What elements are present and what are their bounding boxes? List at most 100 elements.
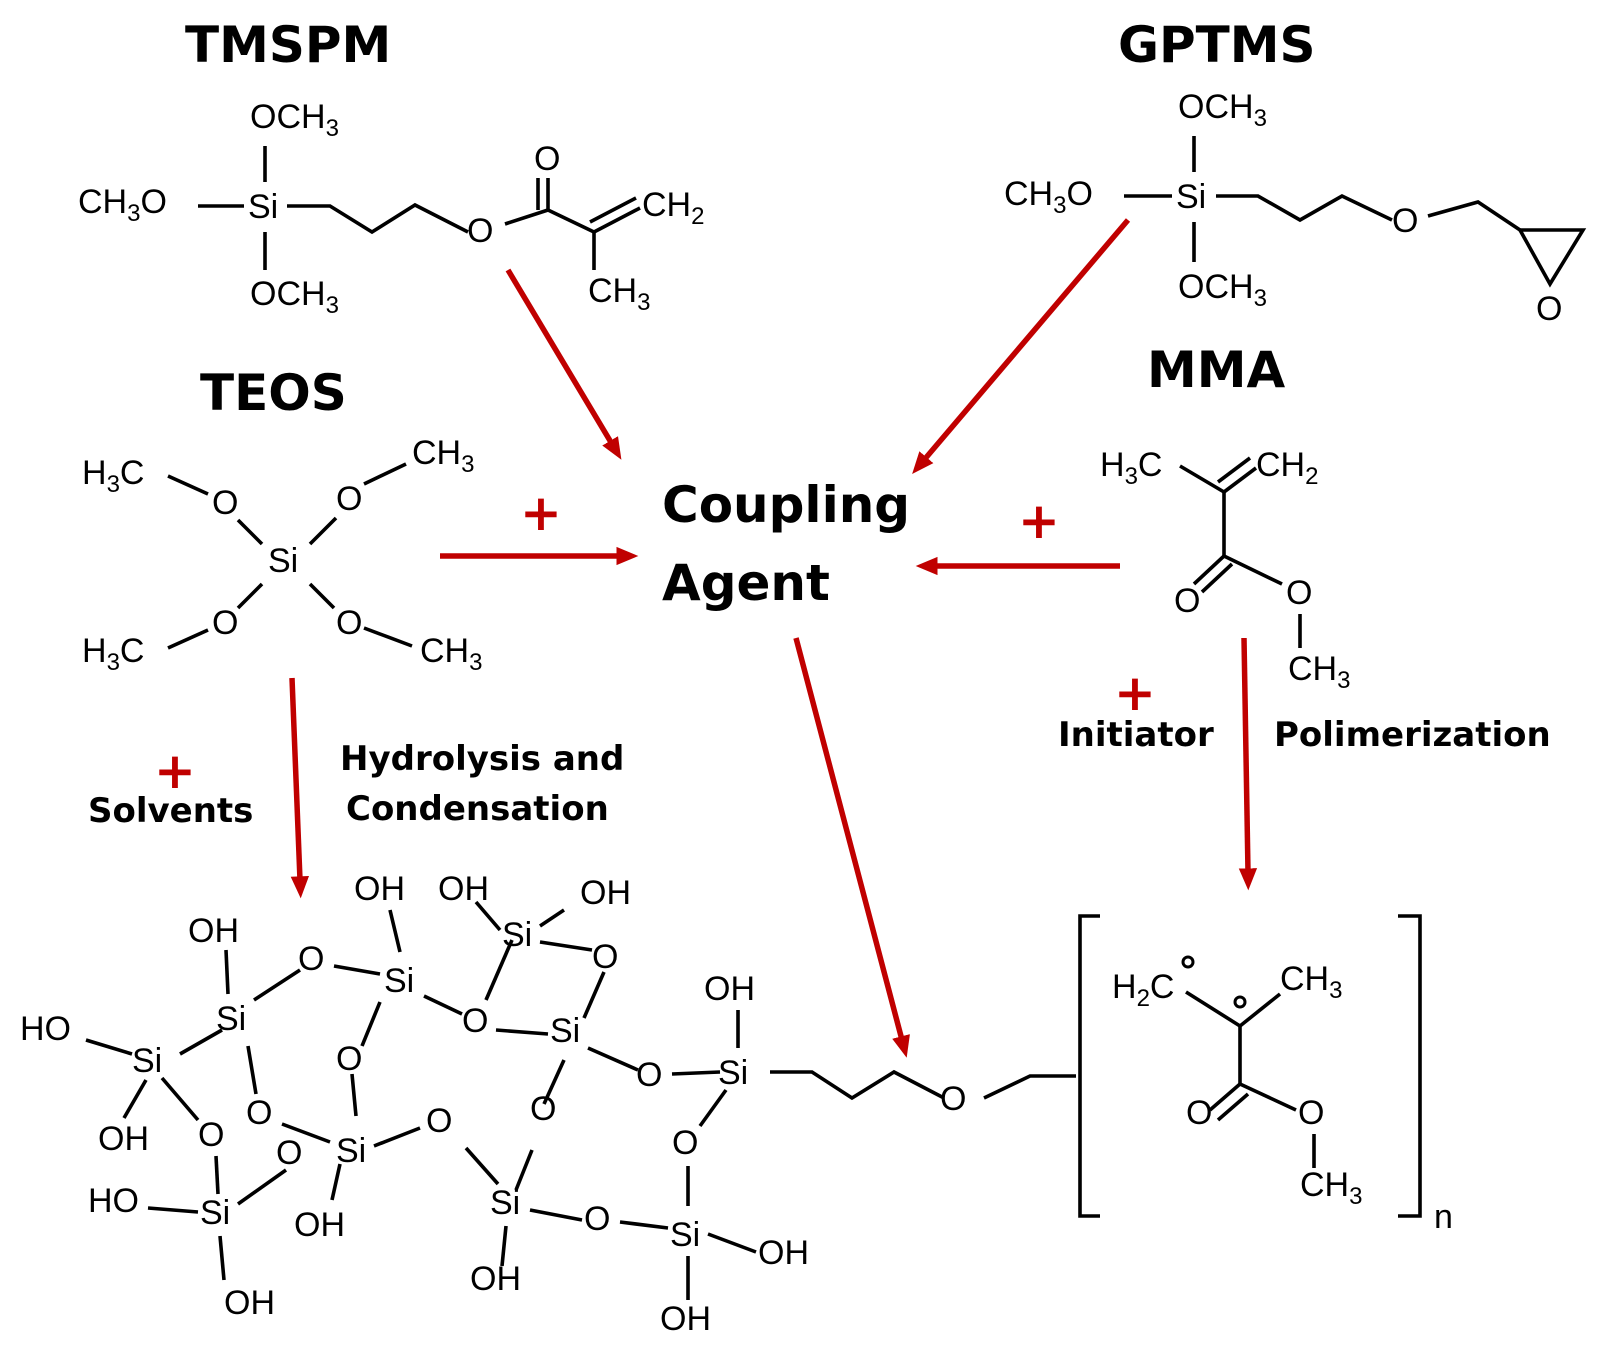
title-gptms: GPTMS xyxy=(1118,16,1316,74)
net-oh: OH xyxy=(470,1260,521,1298)
net-oh: OH xyxy=(224,1284,275,1322)
pmma-ch3-top: CH3 xyxy=(1280,960,1342,1004)
net-si: Si xyxy=(336,1132,366,1170)
arrow-teos-to-network xyxy=(289,677,310,899)
tmspm-ch3o-left: CH3O xyxy=(78,183,167,227)
net-oh: OH xyxy=(354,870,405,908)
tmspm-structure: OCH3 CH3O Si OCH3 O O CH2 CH3 xyxy=(78,98,704,319)
title-mma: MMA xyxy=(1147,341,1286,399)
teos-o-tl: O xyxy=(212,484,238,522)
coupling-agent-line1: Coupling xyxy=(662,476,910,534)
net-o: O xyxy=(298,940,324,978)
mma-ester-o: O xyxy=(1286,574,1312,612)
label-hydrolysis: Hydrolysis and xyxy=(340,739,624,779)
plus-solvents: + xyxy=(154,742,196,800)
label-solvents: Solvents xyxy=(88,791,253,831)
net-oh: OH xyxy=(660,1300,711,1338)
teos-structure: H3C O CH3 O Si O H3C O CH3 xyxy=(82,434,482,676)
teos-ch3-bottom: CH3 xyxy=(420,632,482,676)
tmspm-ch3: CH3 xyxy=(588,272,650,316)
label-polimerization: Polimerization xyxy=(1274,715,1551,755)
net-oh: OH xyxy=(758,1234,809,1272)
pmma-repeat-unit: n H2C CH3 O O CH3 xyxy=(1078,914,1453,1236)
mma-ch3: CH3 xyxy=(1288,650,1350,694)
net-oh: OH xyxy=(704,970,755,1008)
arrow-coupling-to-hybrid xyxy=(793,637,910,1058)
net-si: Si xyxy=(670,1216,700,1254)
pmma-carbonyl-o: O xyxy=(1186,1094,1212,1132)
net-o: O xyxy=(426,1102,452,1140)
net-o: O xyxy=(462,1002,488,1040)
pmma-h2c: H2C xyxy=(1112,968,1174,1012)
silica-network-bonds xyxy=(85,900,1076,1300)
gptms-epoxide-o: O xyxy=(1536,290,1562,328)
mma-carbonyl-o: O xyxy=(1174,582,1200,620)
net-o: O xyxy=(940,1080,966,1118)
plus-initiator: + xyxy=(1114,664,1156,722)
net-si: Si xyxy=(550,1012,580,1050)
teos-ch3-top: CH3 xyxy=(412,434,474,478)
net-si: Si xyxy=(502,916,532,954)
net-oh: OH xyxy=(188,912,239,950)
mma-structure: H3C CH2 O O CH3 xyxy=(1100,446,1350,694)
teos-o-tr: O xyxy=(336,480,362,518)
tmspm-si: Si xyxy=(248,188,278,226)
net-o: O xyxy=(246,1094,272,1132)
net-si: Si xyxy=(216,1000,246,1038)
net-oh: OH xyxy=(438,870,489,908)
net-si: Si xyxy=(384,962,414,1000)
gptms-ether-o: O xyxy=(1392,202,1418,240)
tmspm-och3-bottom: OCH3 xyxy=(250,275,339,319)
net-ho: HO xyxy=(88,1182,139,1220)
silica-network-atoms: OH Si O OH Si OH OH Si O O Si O OH Si O … xyxy=(20,870,966,1338)
title-tmspm: TMSPM xyxy=(185,16,391,74)
gptms-och3-top: OCH3 xyxy=(1178,88,1267,132)
net-o: O xyxy=(672,1124,698,1162)
net-oh: OH xyxy=(580,874,631,912)
net-si: Si xyxy=(200,1194,230,1232)
radical-dot xyxy=(1233,995,1247,1009)
gptms-och3-bottom: OCH3 xyxy=(1178,268,1267,312)
teos-h3c-bottom: H3C xyxy=(82,632,144,676)
net-o: O xyxy=(198,1116,224,1154)
gptms-ch3o-left: CH3O xyxy=(1004,175,1093,219)
radical-dot xyxy=(1181,955,1195,969)
title-teos: TEOS xyxy=(200,364,347,422)
net-o: O xyxy=(530,1090,556,1128)
coupling-agent-line2: Agent xyxy=(662,554,830,612)
tmspm-och3-top: OCH3 xyxy=(250,98,339,142)
bracket-left xyxy=(1078,914,1100,1218)
net-si: Si xyxy=(718,1054,748,1092)
teos-h3c-top: H3C xyxy=(82,454,144,498)
net-oh: OH xyxy=(98,1120,149,1158)
plus-teos: + xyxy=(520,484,562,542)
arrow-gptms-to-coupling xyxy=(912,218,1131,474)
gptms-si: Si xyxy=(1176,178,1206,216)
teos-o-br: O xyxy=(336,604,362,642)
bracket-right xyxy=(1398,914,1422,1218)
arrows xyxy=(289,218,1258,1058)
net-si: Si xyxy=(132,1042,162,1080)
tmspm-ester-o: O xyxy=(467,212,493,250)
pmma-ester-o: O xyxy=(1298,1094,1324,1132)
pmma-ch3-bottom: CH3 xyxy=(1300,1166,1362,1210)
tmspm-ch2: CH2 xyxy=(642,186,704,230)
plus-mma: + xyxy=(1018,492,1060,550)
repeat-n: n xyxy=(1434,1198,1453,1236)
label-initiator: Initiator xyxy=(1058,715,1214,755)
net-ho: HO xyxy=(20,1010,71,1048)
net-o: O xyxy=(584,1200,610,1238)
label-condensation: Condensation xyxy=(346,789,609,829)
net-o: O xyxy=(276,1134,302,1172)
net-o: O xyxy=(592,938,618,976)
net-oh: OH xyxy=(294,1206,345,1244)
teos-si: Si xyxy=(268,542,298,580)
arrow-mma-to-pmma xyxy=(1238,637,1258,891)
tmspm-carbonyl-o: O xyxy=(534,140,560,178)
net-o: O xyxy=(636,1056,662,1094)
mma-ch2: CH2 xyxy=(1256,446,1318,490)
net-o: O xyxy=(336,1040,362,1078)
gptms-structure: OCH3 CH3O Si OCH3 O O xyxy=(1004,88,1587,328)
net-si: Si xyxy=(490,1184,520,1222)
